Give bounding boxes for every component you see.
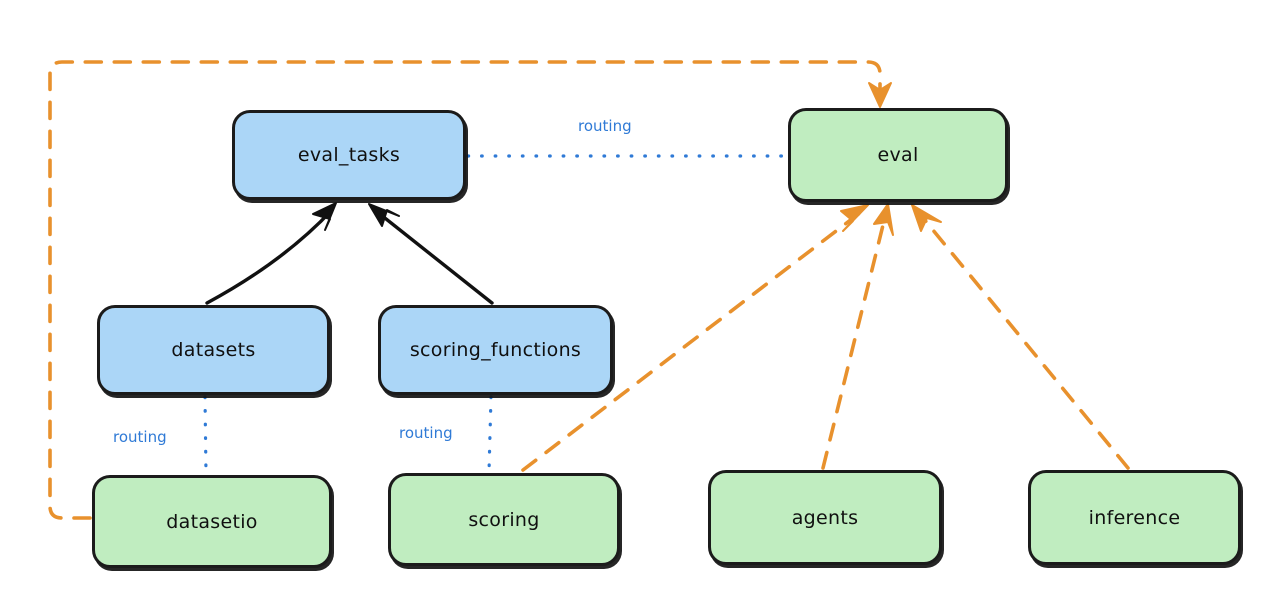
node-agents-label: agents [791, 506, 859, 529]
arrowhead-scoring-to-eval [840, 204, 869, 232]
arrowhead-datasetio-to-eval [868, 82, 892, 108]
node-inference-label: inference [1088, 506, 1181, 529]
node-scoring-label: scoring [468, 508, 540, 531]
arrowhead-scoring-functions-to-eval-tasks [368, 203, 400, 227]
edge-agents-to-eval [821, 211, 888, 470]
edge-datasets-to-eval-tasks [205, 208, 334, 305]
edge-inference-to-eval [917, 211, 1130, 470]
arrowhead-inference-to-eval [911, 204, 942, 232]
edge-label-routing-datasetio: routing [113, 428, 167, 446]
node-datasetio[interactable]: datasetio [92, 475, 332, 568]
node-scoring[interactable]: scoring [388, 473, 620, 566]
node-scoring-functions[interactable]: scoring_functions [378, 305, 613, 395]
node-eval-tasks[interactable]: eval_tasks [232, 110, 466, 200]
edge-label-routing-scoring: routing [399, 424, 453, 442]
node-eval-tasks-label: eval_tasks [297, 144, 401, 166]
node-datasetio-label: datasetio [166, 510, 258, 533]
arrowhead-agents-to-eval [873, 203, 894, 236]
node-eval-label: eval [877, 144, 919, 166]
node-eval[interactable]: eval [788, 108, 1008, 202]
node-datasets-label: datasets [171, 339, 256, 361]
arrowhead-datasets-to-eval-tasks [312, 202, 337, 231]
edge-scoring-functions-to-scoring [487, 395, 493, 474]
edge-datasets-to-datasetio [203, 395, 208, 476]
node-scoring-functions-label: scoring_functions [409, 339, 582, 361]
edge-scoring-functions-to-eval-tasks [374, 209, 494, 305]
node-datasets[interactable]: datasets [97, 305, 330, 395]
node-inference[interactable]: inference [1028, 470, 1241, 565]
edge-label-routing-eval: routing [578, 117, 632, 135]
node-agents[interactable]: agents [708, 470, 942, 565]
